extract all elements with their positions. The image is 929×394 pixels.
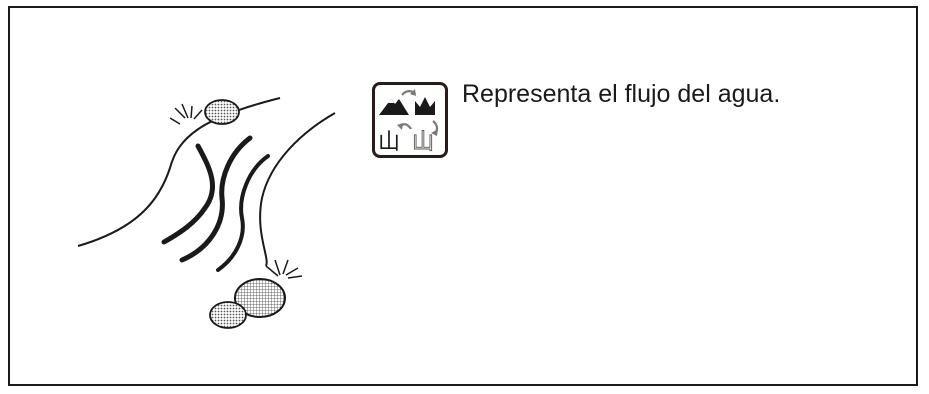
right-riverbank [259,112,336,267]
water-flow-cycle-icon-graphic: 山 山 [378,89,439,155]
flow-line [179,135,253,263]
rock [204,99,240,125]
left-riverbank [77,97,281,247]
rock [209,301,247,329]
grass-tuft [265,259,303,279]
water-flow-cycle-icon: 山 山 [372,82,448,158]
flow-line [216,154,270,272]
caption-text: Representa el flujo del agua. [462,80,781,108]
grass-tuft [169,103,203,125]
river-illustration [77,97,336,329]
rock [234,278,286,318]
diagram-frame: 山 山 Representa el flujo del agua. [8,6,918,386]
icon-glyph-right: 山 [412,130,434,155]
icon-glyph-left: 山 [378,130,400,155]
flow-line [161,143,216,245]
